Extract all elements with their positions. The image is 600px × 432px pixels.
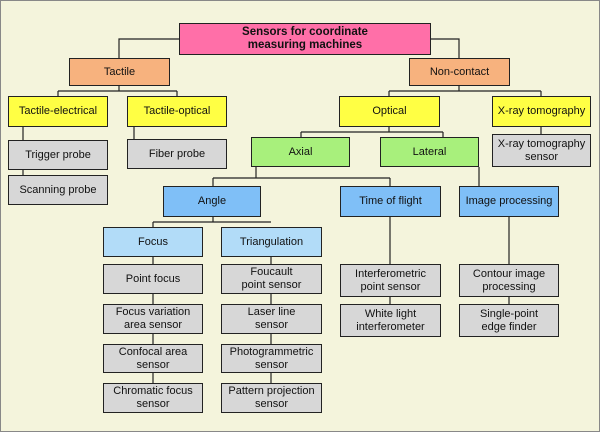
optical-node: Optical (339, 96, 440, 127)
single-point-edge-node: Single-point edge finder (459, 304, 559, 337)
link-root-tactile (118, 38, 179, 58)
noncontact-node: Non-contact (409, 58, 510, 86)
fiber-probe-node: Fiber probe (127, 139, 227, 169)
trigger-probe-node: Trigger probe (8, 140, 108, 170)
time-of-flight-node: Time of flight (340, 186, 441, 217)
xray-tomography-node: X-ray tomography (492, 96, 591, 127)
laser-line-node: Laser line sensor (221, 304, 322, 334)
tactile-electrical-node: Tactile-electrical (8, 96, 108, 127)
photogrammetric-node: Photogrammetric sensor (221, 344, 322, 373)
interferometric-point-node: Interferometric point sensor (340, 264, 441, 297)
xray-sensor-node: X-ray tomography sensor (492, 134, 591, 167)
confocal-area-node: Confocal area sensor (103, 344, 203, 373)
point-focus-node: Point focus (103, 264, 203, 294)
lateral-node: Lateral (380, 137, 479, 167)
root-node: Sensors for coordinate measuring machine… (179, 23, 431, 55)
white-light-node: White light interferometer (340, 304, 441, 337)
pattern-projection-node: Pattern projection sensor (221, 383, 322, 413)
link-root-noncontact (431, 38, 460, 58)
focus-node: Focus (103, 227, 203, 257)
foucault-node: Foucault point sensor (221, 264, 322, 294)
link-noncontact-children (388, 86, 542, 96)
focus-variation-node: Focus variation area sensor (103, 304, 203, 334)
link-axial-children (212, 167, 391, 186)
angle-node: Angle (163, 186, 261, 217)
tactile-node: Tactile (69, 58, 170, 86)
image-processing-node: Image processing (459, 186, 559, 217)
tactile-optical-node: Tactile-optical (127, 96, 227, 127)
triangulation-node: Triangulation (221, 227, 322, 257)
chromatic-focus-node: Chromatic focus sensor (103, 383, 203, 413)
scanning-probe-node: Scanning probe (8, 175, 108, 205)
link-tactile-children (57, 86, 178, 96)
link-angle-children (152, 217, 271, 227)
link-optical-children (300, 127, 444, 137)
axial-node: Axial (251, 137, 350, 167)
contour-image-node: Contour image processing (459, 264, 559, 297)
